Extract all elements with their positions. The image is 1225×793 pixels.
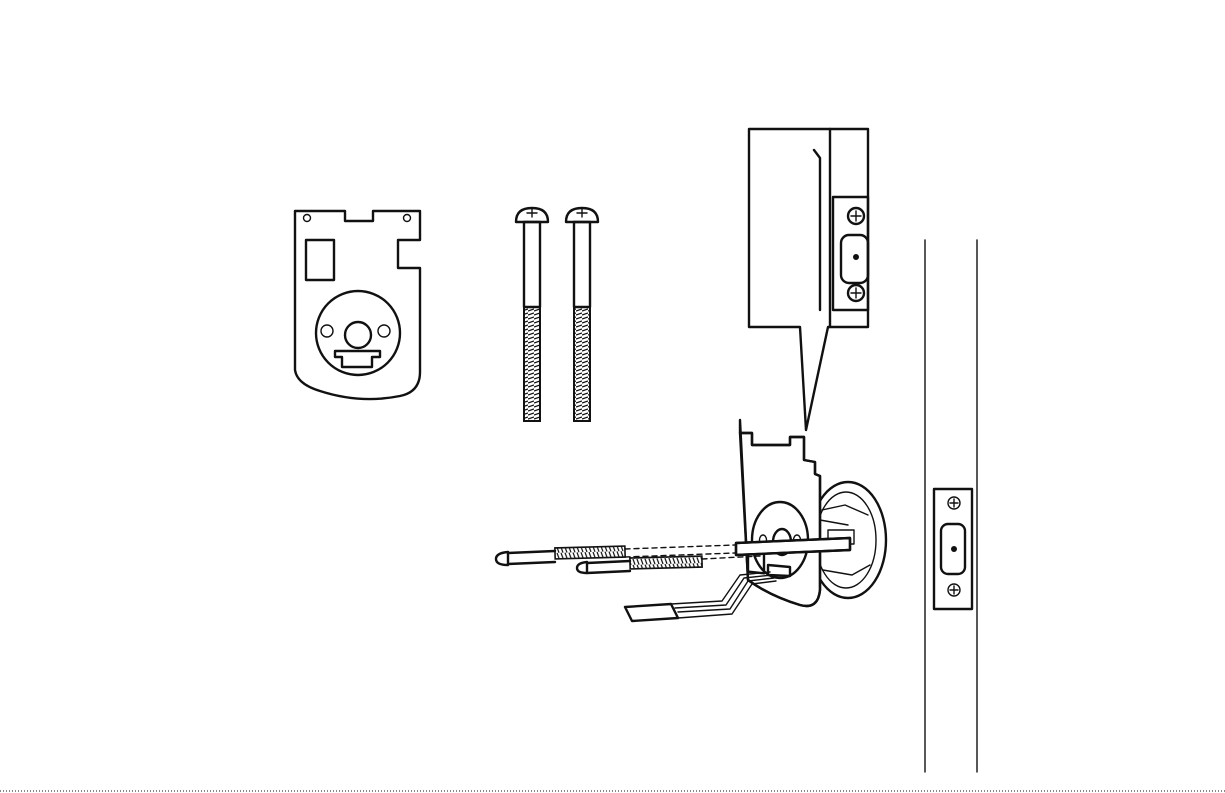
plate-small-hole-right [378, 325, 390, 337]
bolt-screws [516, 208, 598, 421]
assembly-illustration [496, 420, 886, 621]
phillips-screw-icon [848, 285, 864, 301]
assembly-bolt-2 [577, 556, 760, 573]
door-latch-dot [951, 546, 957, 552]
plate-hole-right [404, 215, 411, 222]
latch-plate-detail [749, 129, 868, 430]
plate-hole-left [304, 215, 311, 222]
phillips-screw-icon [948, 497, 960, 509]
plate-tab [335, 351, 380, 367]
plate-center-hole [345, 322, 371, 348]
phillips-screw-icon [848, 208, 864, 224]
bolt-screw-2 [566, 208, 598, 421]
plate-round-opening [316, 291, 400, 375]
mounting-plate [295, 211, 420, 399]
phillips-screw-icon [948, 584, 960, 596]
bolt-screw-1 [516, 208, 548, 421]
detail-latch-dot [853, 254, 859, 260]
plate-square-opening [306, 240, 334, 280]
door-edge [925, 240, 977, 772]
plate-small-hole-left [321, 325, 333, 337]
